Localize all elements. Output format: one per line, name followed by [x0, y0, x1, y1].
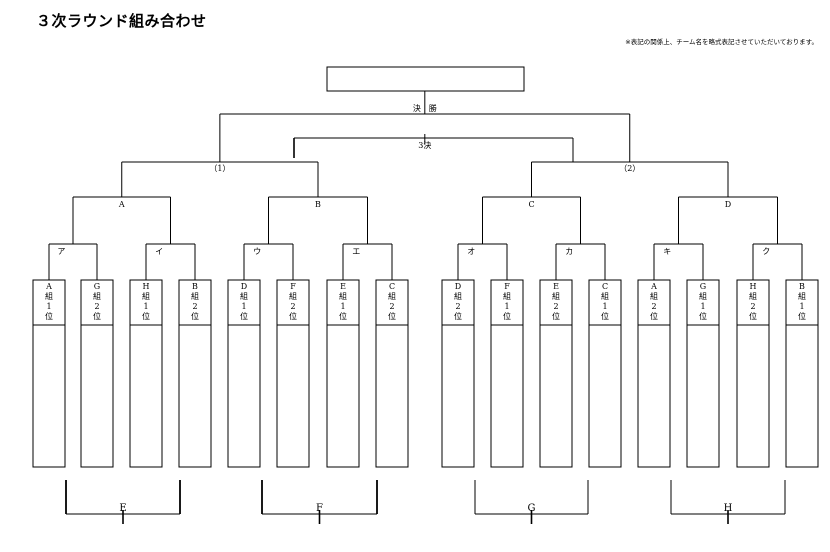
team-seed-char: 1: [241, 302, 246, 311]
team-seed-char: 1: [700, 302, 705, 311]
team-seed-char: 1: [504, 302, 509, 311]
quarterfinal-label: C: [528, 200, 534, 209]
quarterfinal-label: B: [315, 200, 321, 209]
team-seed-char: 位: [798, 311, 806, 321]
team-seed-char: 組: [552, 291, 560, 301]
final-label: 決 勝: [413, 103, 437, 113]
team-seed-char: 2: [290, 302, 295, 311]
team-seed-char: 位: [601, 311, 609, 321]
team-seed-char: 組: [699, 291, 707, 301]
group-label: E: [119, 503, 126, 514]
round16-label: カ: [565, 247, 573, 256]
team-seed-char: E: [340, 282, 346, 291]
third-place-label: 3決: [418, 140, 431, 150]
quarterfinal-label: D: [725, 200, 731, 209]
team-seed-char: G: [94, 282, 100, 291]
round16-label: ア: [57, 247, 65, 256]
team-seed-char: 位: [749, 311, 757, 321]
team-seed-char: 2: [192, 302, 197, 311]
team-seed-char: G: [700, 282, 706, 291]
team-seed-char: 組: [601, 291, 609, 301]
team-seed-char: 位: [240, 311, 248, 321]
team-seed-char: 組: [749, 291, 757, 301]
team-seed-char: 組: [93, 291, 101, 301]
team-seed-char: 2: [455, 302, 460, 311]
group-label: F: [316, 503, 323, 514]
champion-box: [326, 66, 525, 92]
team-seed-char: A: [650, 282, 657, 291]
team-seed-char: 位: [142, 311, 150, 321]
team-seed-char: D: [241, 282, 247, 291]
team-seed-char: A: [45, 282, 52, 291]
team-seed-char: 組: [142, 291, 150, 301]
team-seed-char: 1: [799, 302, 804, 311]
team-seed-char: 組: [191, 291, 199, 301]
team-seed-char: 位: [339, 311, 347, 321]
team-seed-char: 2: [750, 302, 755, 311]
page-title: ３次ラウンド組み合わせ: [36, 12, 207, 30]
team-seed-char: E: [553, 282, 559, 291]
quarterfinal-label: A: [118, 200, 125, 209]
team-seed-char: 位: [503, 311, 511, 321]
group-label: G: [528, 503, 536, 514]
team-seed-char: 2: [651, 302, 656, 311]
team-seed-char: 組: [240, 291, 248, 301]
abbreviation-note: ※表記の関係上、チーム名を略式表記させていただいております。: [625, 38, 818, 46]
team-seed-char: 1: [46, 302, 51, 311]
team-seed-char: 2: [553, 302, 558, 311]
team-seed-char: 組: [503, 291, 511, 301]
team-seed-char: 組: [798, 291, 806, 301]
team-seed-char: 組: [454, 291, 462, 301]
team-seed-char: 位: [552, 311, 560, 321]
team-seed-char: 位: [93, 311, 101, 321]
round16-label: キ: [663, 247, 671, 256]
team-seed-char: F: [504, 282, 510, 291]
team-seed-char: 組: [289, 291, 297, 301]
round16-label: ウ: [253, 247, 261, 256]
team-seed-char: 位: [289, 311, 297, 321]
team-seed-char: B: [799, 282, 805, 291]
team-seed-char: 1: [340, 302, 345, 311]
team-seed-char: 位: [45, 311, 53, 321]
team-seed-char: 位: [650, 311, 658, 321]
round16-label: ク: [762, 247, 770, 256]
team-seed-char: C: [602, 282, 608, 291]
semifinal-label: （1）: [209, 164, 230, 173]
semifinal-label: （2）: [619, 164, 640, 173]
team-seed-char: 2: [389, 302, 394, 311]
team-seed-char: C: [389, 282, 395, 291]
team-seed-char: 位: [388, 311, 396, 321]
group-label: H: [724, 503, 733, 514]
team-seed-char: H: [143, 282, 150, 291]
team-seed-char: 組: [339, 291, 347, 301]
team-seed-char: H: [750, 282, 757, 291]
round16-label: エ: [352, 247, 360, 256]
team-seed-char: 組: [388, 291, 396, 301]
team-seed-char: 位: [699, 311, 707, 321]
team-seed-char: 組: [650, 291, 658, 301]
team-seed-char: 位: [454, 311, 462, 321]
team-seed-char: D: [455, 282, 461, 291]
team-seed-char: B: [192, 282, 198, 291]
team-seed-char: F: [290, 282, 296, 291]
team-seed-char: 位: [191, 311, 199, 321]
round16-label: オ: [467, 247, 475, 256]
team-seed-char: 1: [143, 302, 148, 311]
team-seed-char: 1: [602, 302, 607, 311]
team-seed-char: 組: [45, 291, 53, 301]
round16-label: イ: [155, 247, 163, 256]
team-seed-char: 2: [94, 302, 99, 311]
